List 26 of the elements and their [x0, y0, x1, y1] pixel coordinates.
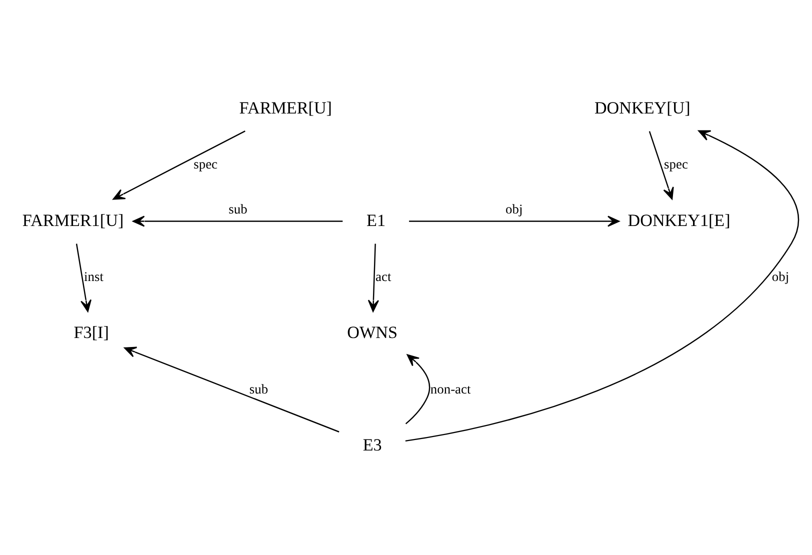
arrow [124, 346, 340, 432]
edge-label: non-act [430, 381, 471, 396]
edge-label: obj [772, 268, 790, 284]
arrow [132, 216, 343, 227]
arrow [405, 354, 430, 424]
arrow [112, 130, 246, 200]
arrow [368, 244, 379, 312]
node-text: E1 [366, 210, 386, 230]
node-text: E3 [362, 436, 382, 455]
node-text: F3[I] [74, 323, 109, 342]
edge-label: obj [506, 202, 523, 217]
node-text: DONKEY1[E] [628, 210, 730, 230]
arrow [405, 130, 799, 442]
node-text: DONKEY[U] [594, 98, 690, 118]
edge-label: sub [228, 202, 248, 217]
edge-label: act [376, 268, 392, 284]
edge-label: spec [194, 156, 218, 172]
arrow [409, 216, 620, 227]
arrow [648, 131, 674, 200]
arrow [76, 244, 92, 312]
node-text: FARMER[U] [239, 98, 332, 118]
node-text: FARMER1[U] [22, 210, 124, 230]
edge-label: inst [84, 268, 104, 284]
edge-label: spec [664, 156, 688, 172]
edge-label: sub [249, 381, 268, 396]
node-text: OWNS [347, 323, 398, 342]
